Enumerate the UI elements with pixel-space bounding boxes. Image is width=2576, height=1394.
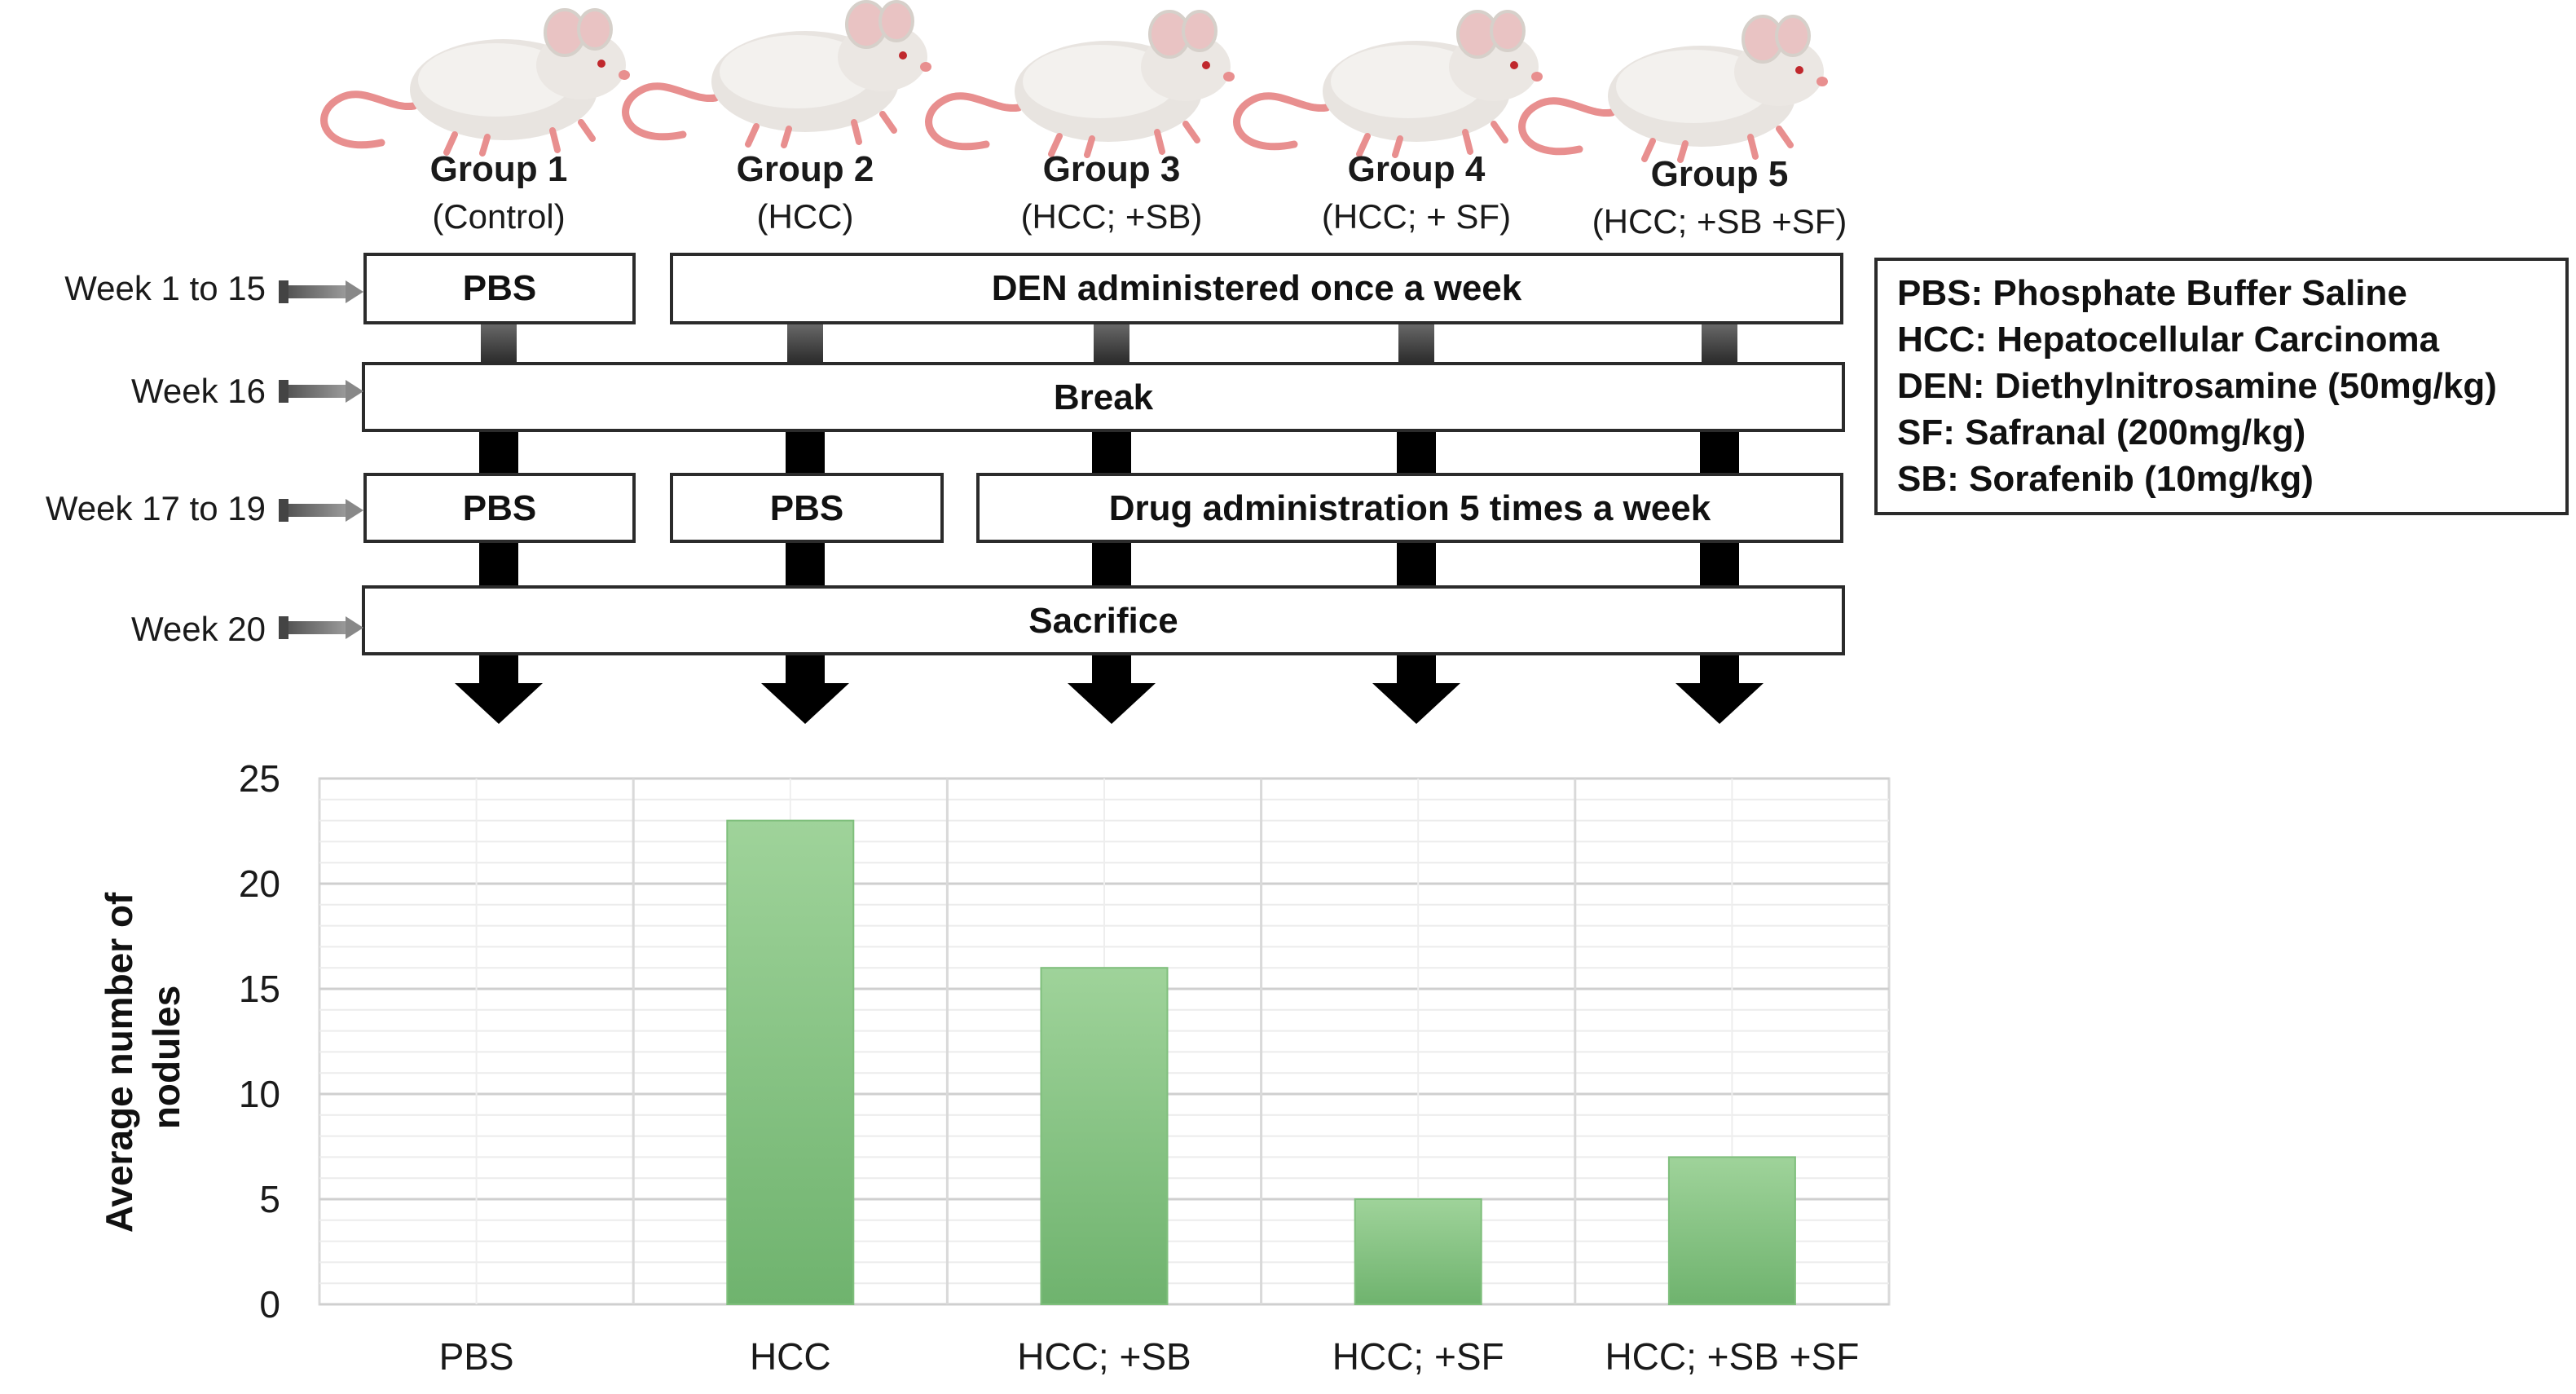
y-tick-label: 25 xyxy=(239,757,280,800)
chart-bars xyxy=(726,819,1796,1306)
drug-box xyxy=(976,473,1843,543)
connector xyxy=(1094,323,1129,364)
down-arrow-icon xyxy=(761,654,849,724)
row-connectors xyxy=(479,323,1739,587)
down-arrow-icon xyxy=(1372,654,1460,724)
connector xyxy=(1092,541,1131,587)
group-5-title: Group 5 xyxy=(1651,154,1789,194)
mouse-image-group-3 xyxy=(929,11,1235,155)
pbs-week17-g1-label: PBS xyxy=(463,488,536,528)
connector xyxy=(1700,430,1739,474)
mouse-image-group-5 xyxy=(1522,16,1828,160)
group-2-subtitle: (HCC) xyxy=(757,197,854,236)
x-tick-label: HCC xyxy=(750,1335,831,1378)
group-3-subtitle: (HCC; +SB) xyxy=(1021,197,1203,236)
sacrifice-label: Sacrifice xyxy=(1028,601,1178,641)
legend-box xyxy=(1874,258,2569,515)
legend-item: HCC: Hepatocellular Carcinoma xyxy=(1897,320,2440,360)
pbs-week1-label: PBS xyxy=(463,268,536,308)
group-4-subtitle: (HCC; + SF) xyxy=(1322,197,1511,236)
week-labels: Week 1 to 15 Week 16 Week 17 to 19 Week … xyxy=(46,269,363,648)
x-tick-label: PBS xyxy=(439,1335,514,1378)
abbreviation-legend: PBS: Phosphate Buffer Saline HCC: Hepato… xyxy=(1874,258,2569,515)
connector xyxy=(479,541,518,587)
down-arrow-icon xyxy=(1676,654,1764,724)
legend-item: PBS: Phosphate Buffer Saline xyxy=(1897,273,2407,313)
pbs-week17-g2-label: PBS xyxy=(770,488,843,528)
x-axis-ticks: PBS HCC HCC; +SB HCC; +SF HCC; +SB +SF xyxy=(439,1335,1860,1378)
bar-hcc xyxy=(726,819,855,1305)
group-1-title: Group 1 xyxy=(430,149,568,189)
bar-hcc-sf xyxy=(1354,1198,1482,1305)
y-axis-label: Average number of nodules xyxy=(98,882,187,1233)
week-label: Week 17 to 19 xyxy=(46,489,266,527)
bar-hcc-sb-sf xyxy=(1667,1156,1796,1306)
connector xyxy=(786,430,825,474)
connector xyxy=(1397,541,1436,587)
y-tick-label: 10 xyxy=(239,1073,280,1115)
x-tick-label: HCC; +SB xyxy=(1017,1335,1191,1378)
y-axis-label-line-1: Average number of xyxy=(98,892,140,1233)
bar-hcc-sb xyxy=(1040,967,1169,1305)
mouse-illustrations xyxy=(324,2,1828,160)
connector xyxy=(1700,541,1739,587)
group-1-subtitle: (Control) xyxy=(432,197,565,236)
connector xyxy=(1398,323,1434,364)
x-tick-label: HCC; +SF xyxy=(1332,1335,1504,1378)
week-label: Week 1 to 15 xyxy=(64,269,266,307)
week-arrow-icon xyxy=(279,280,363,303)
drug-label: Drug administration 5 times a week xyxy=(1109,488,1711,528)
mouse-image-group-2 xyxy=(626,2,931,145)
week-label: Week 16 xyxy=(131,372,266,410)
legend-item: DEN: Diethylnitrosamine (50mg/kg) xyxy=(1897,366,2497,406)
y-tick-label: 5 xyxy=(259,1178,280,1220)
group-headers: Group 1 (Control) Group 2 (HCC) Group 3 … xyxy=(430,149,1847,240)
sacrifice-box xyxy=(362,585,1845,655)
break-box xyxy=(362,362,1845,432)
pbs-week17-g2-box xyxy=(670,473,944,543)
connector xyxy=(481,323,517,364)
week-arrow-icon xyxy=(279,499,363,522)
week-label: Week 20 xyxy=(131,610,266,648)
mouse-image-group-1 xyxy=(324,10,630,153)
y-tick-label: 20 xyxy=(239,862,280,905)
connector xyxy=(1092,430,1131,474)
den-label: DEN administered once a week xyxy=(992,268,1522,308)
legend-item: SB: Sorafenib (10mg/kg) xyxy=(1897,459,2314,499)
down-arrows xyxy=(455,654,1764,724)
down-arrow-icon xyxy=(455,654,543,724)
group-3-title: Group 3 xyxy=(1043,149,1181,189)
week-arrow-icon xyxy=(279,616,363,639)
group-4-title: Group 4 xyxy=(1348,149,1486,189)
nodules-bar-chart: Average number of nodules 0 5 10 15 20 25 PBS… xyxy=(98,757,1891,1378)
x-tick-label: HCC; +SB +SF xyxy=(1605,1335,1859,1378)
connector xyxy=(787,323,823,364)
connector xyxy=(1702,323,1737,364)
pbs-week1-box xyxy=(363,253,636,324)
timeline-boxes: PBS DEN administered once a week Break P… xyxy=(362,253,1845,655)
mouse-image-group-4 xyxy=(1237,11,1543,155)
y-axis-label-line-2: nodules xyxy=(145,986,187,1129)
chart-grid xyxy=(318,777,1891,1306)
down-arrow-icon xyxy=(1068,654,1156,724)
pbs-week17-g1-box xyxy=(363,473,636,543)
connector xyxy=(1397,430,1436,474)
y-tick-label: 0 xyxy=(259,1283,280,1326)
group-2-title: Group 2 xyxy=(737,149,874,189)
group-5-subtitle: (HCC; +SB +SF) xyxy=(1592,202,1847,240)
connector xyxy=(786,541,825,587)
legend-item: SF: Safranal (200mg/kg) xyxy=(1897,412,2305,452)
y-tick-label: 15 xyxy=(239,968,280,1010)
week-arrow-icon xyxy=(279,380,363,403)
den-box xyxy=(670,253,1843,324)
connector xyxy=(479,430,518,474)
y-axis-ticks: 0 5 10 15 20 25 xyxy=(239,757,280,1326)
break-label: Break xyxy=(1054,377,1154,417)
